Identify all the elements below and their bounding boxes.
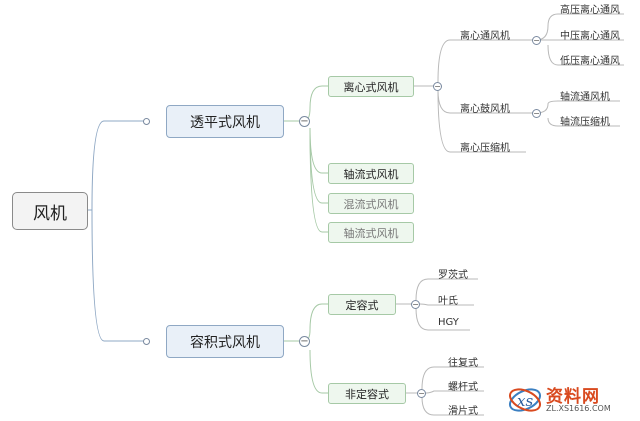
node-axial-fan[interactable]: 轴流式风机: [328, 163, 414, 184]
connector-l3-3: [437, 89, 526, 153]
connector-fixed-3: [415, 307, 470, 331]
collapse-glyph: −: [418, 389, 425, 398]
leaf-label: HGY: [438, 317, 459, 328]
leaf-axial-compressor[interactable]: 轴流压缩机: [560, 113, 610, 128]
collapse-glyph: −: [533, 109, 540, 118]
leaf-sliding-vane[interactable]: 滑片式: [448, 402, 478, 417]
collapse-glyph: −: [533, 36, 540, 45]
leaf-label: 往复式: [448, 358, 478, 369]
leaf-label: 螺杆式: [448, 382, 478, 393]
svg-text:xs: xs: [517, 392, 533, 410]
leaf-label: 轴流通风机: [560, 92, 610, 103]
node-label: 离心鼓风机: [460, 104, 510, 115]
leaf-axial-ventilator[interactable]: 轴流通风机: [560, 88, 610, 103]
leaf-medium-pressure[interactable]: 中压离心通风: [560, 27, 620, 42]
leaf-label: 低压离心通风: [560, 56, 620, 67]
node-label: 混流式风机: [343, 197, 399, 211]
connector-fixed-1: [415, 278, 478, 301]
connector-fixed-2: [419, 303, 474, 306]
node-label: 离心通风机: [460, 31, 510, 42]
collapse-glyph: −: [300, 336, 309, 347]
branch-node-turbo-fan[interactable]: 透平式风机: [166, 105, 284, 138]
leaf-screw[interactable]: 螺杆式: [448, 378, 478, 393]
collapse-glyph: −: [412, 300, 419, 309]
collapse-toggle-fixed-volume[interactable]: −: [411, 300, 420, 309]
leaf-vane[interactable]: 叶氏: [438, 292, 458, 307]
leaf-label: 叶氏: [438, 296, 458, 307]
node-centrifugal-compressor[interactable]: 离心压缩机: [460, 139, 510, 154]
connector-var-1: [421, 366, 484, 390]
leaf-low-pressure[interactable]: 低压离心通风: [560, 52, 620, 67]
node-label: 离心压缩机: [460, 143, 510, 154]
watermark-title: 资料网: [546, 387, 600, 407]
collapse-toggle-variable-volume[interactable]: −: [417, 389, 426, 398]
branch-label: 容积式风机: [190, 334, 260, 351]
watermark-url: ZL.XS1616.COM: [546, 404, 611, 413]
node-fixed-volume[interactable]: 定容式: [328, 294, 396, 315]
leaf-label: 中压离心通风: [560, 31, 620, 42]
collapse-toggle-branch2[interactable]: −: [299, 336, 310, 347]
connector-knob-branch1[interactable]: [143, 118, 150, 125]
connector-root-branch2: [91, 209, 146, 342]
connector-l4-e: [547, 117, 620, 127]
node-mixed-flow-fan[interactable]: 混流式风机: [328, 193, 414, 214]
collapse-glyph: −: [300, 116, 309, 127]
leaf-label: 滑片式: [448, 406, 478, 417]
leaf-reciprocating[interactable]: 往复式: [448, 354, 478, 369]
root-label: 风机: [33, 203, 67, 224]
collapse-toggle-ventilator[interactable]: −: [532, 36, 541, 45]
connector-root-branch1: [88, 120, 146, 211]
leaf-high-pressure[interactable]: 高压离心通风: [560, 1, 620, 16]
node-axial-fan-2[interactable]: 轴流式风机: [328, 222, 414, 243]
leaf-label: 高压离心通风: [560, 5, 620, 16]
connector-b1-c2: [309, 127, 328, 174]
branch-label: 透平式风机: [190, 114, 260, 131]
connector-knob-branch2[interactable]: [143, 338, 150, 345]
node-centrifugal-blower[interactable]: 离心鼓风机: [460, 100, 510, 115]
leaf-label: 罗茨式: [438, 270, 468, 281]
collapse-toggle-branch1[interactable]: −: [299, 116, 310, 127]
branch-node-positive-displacement-fan[interactable]: 容积式风机: [166, 325, 284, 358]
root-node[interactable]: 风机: [12, 192, 88, 230]
node-centrifugal-fan[interactable]: 离心式风机: [328, 76, 414, 97]
watermark: xs 资料网 ZL.XS1616.COM: [506, 382, 634, 418]
collapse-toggle-blower[interactable]: −: [532, 109, 541, 118]
connector-b2-c2: [309, 349, 328, 394]
connector-l4-c: [547, 44, 624, 66]
connector-var-3: [421, 396, 484, 416]
leaf-roots[interactable]: 罗茨式: [438, 266, 468, 281]
node-label: 非定容式: [345, 387, 389, 401]
node-centrifugal-ventilator[interactable]: 离心通风机: [460, 27, 510, 42]
node-label: 定容式: [345, 298, 379, 312]
connector-b1-c3: [309, 127, 328, 204]
node-label: 离心式风机: [343, 80, 399, 94]
node-label: 轴流式风机: [343, 167, 399, 181]
leaf-hgy[interactable]: HGY: [438, 317, 459, 328]
connector-var-2: [425, 390, 484, 394]
xs-logo-icon: xs: [509, 388, 541, 412]
node-label: 轴流式风机: [343, 226, 399, 240]
collapse-glyph: −: [434, 82, 441, 91]
leaf-label: 轴流压缩机: [560, 117, 610, 128]
node-variable-volume[interactable]: 非定容式: [328, 383, 406, 404]
collapse-toggle-centrifugal[interactable]: −: [433, 82, 442, 91]
connector-b1-c4: [309, 127, 328, 233]
connector-l3-1: [437, 39, 518, 83]
